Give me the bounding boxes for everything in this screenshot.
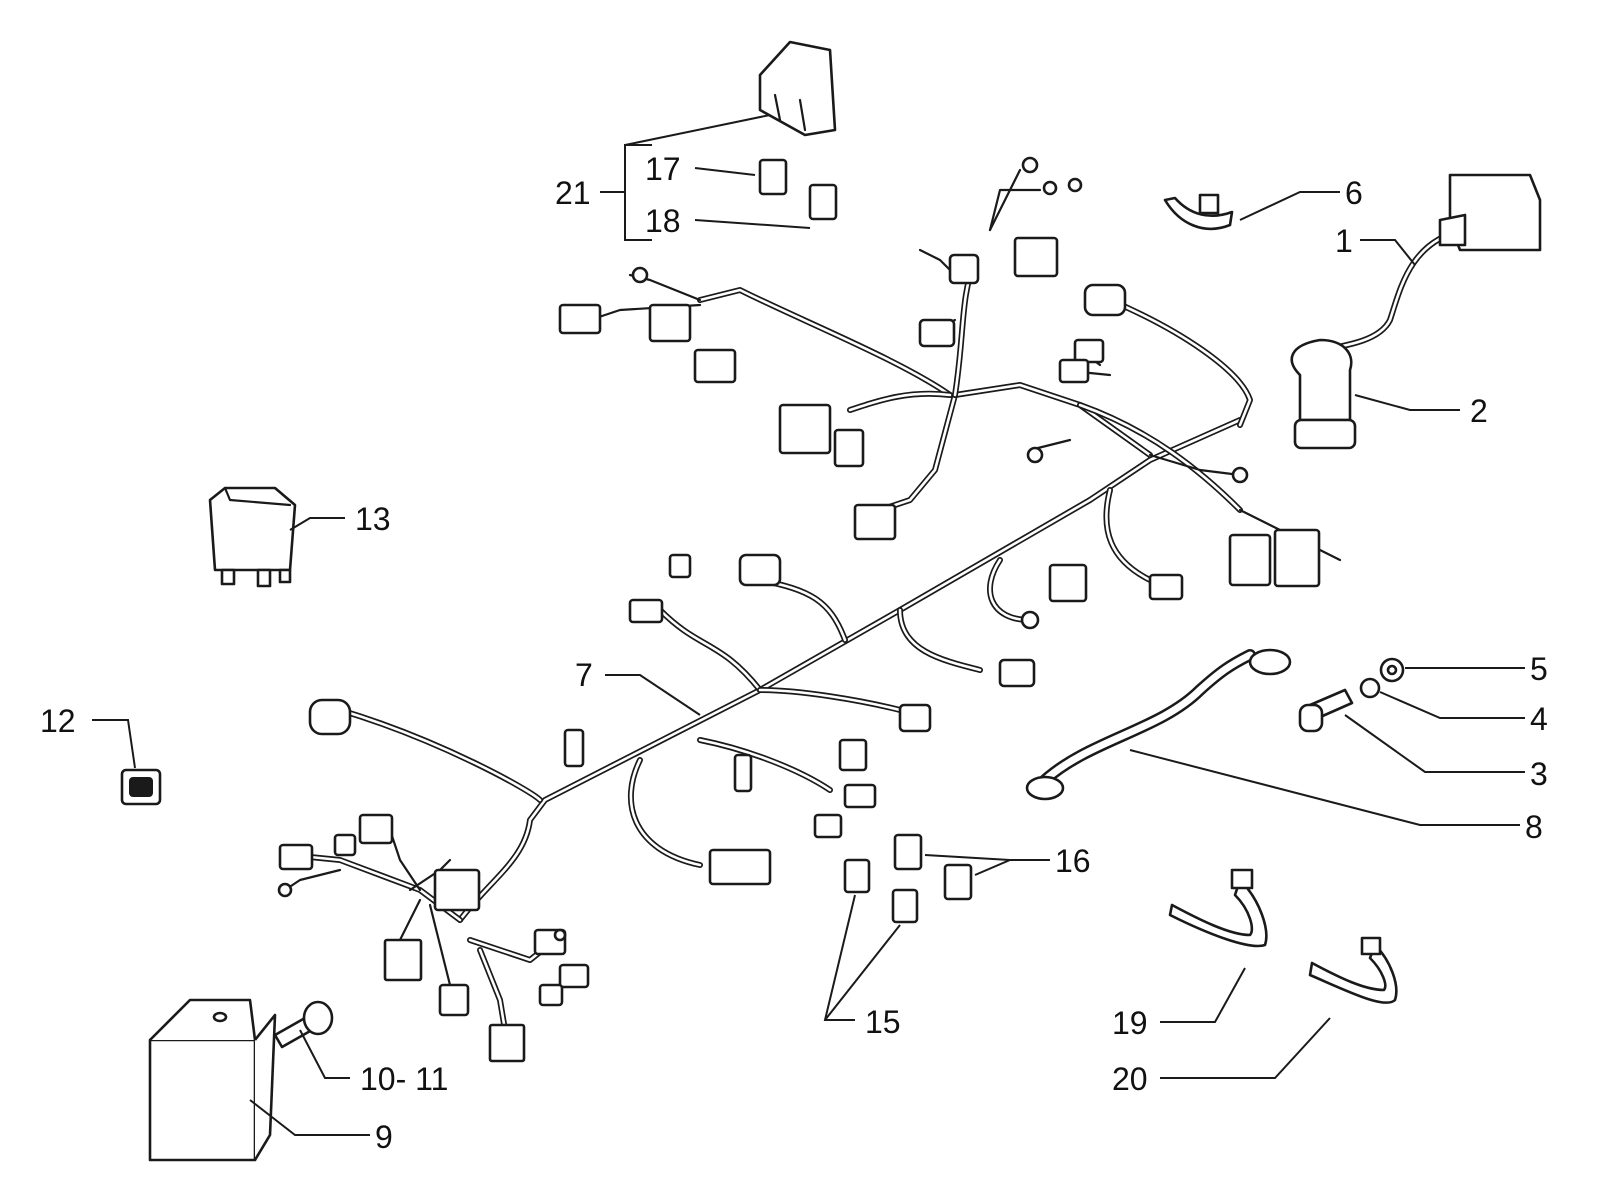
ground-cable [1025,648,1292,801]
fuse-15-b [891,888,919,924]
callout-19: 19 [1112,1005,1148,1041]
electronic-control-box [148,998,277,1162]
callout-9: 9 [375,1119,393,1155]
callout-21: 21 [555,175,591,211]
cable-tie-20 [1308,936,1398,1004]
mounting-screw [273,1000,334,1049]
callout-20: 20 [1112,1061,1148,1097]
callout-5: 5 [1530,651,1548,687]
fuse-box [758,40,837,137]
leader-lines [92,114,1525,1136]
harness-connectors [277,156,1321,1063]
screw [1298,688,1354,733]
callout-3: 3 [1530,756,1548,792]
callout-12: 12 [40,703,76,739]
nut [1379,657,1405,683]
washer [1359,677,1381,699]
callout-17: 17 [645,151,681,187]
callout-2: 2 [1470,393,1488,429]
fuse-18 [808,183,838,221]
callout-labels: 1 2 3 4 5 6 7 8 9 10- 11 12 13 15 16 17 … [40,151,1548,1155]
callout-1: 1 [1335,223,1353,259]
callout-7: 7 [575,657,593,693]
callout-6: 6 [1345,175,1363,211]
callout-8: 8 [1525,809,1543,845]
fuse-16-a [893,833,923,871]
callout-13: 13 [355,501,391,537]
relay [208,486,297,588]
ignition-coil-cable [1317,173,1542,353]
cable-tie-19 [1168,868,1268,948]
fuse-15-a [843,858,871,894]
callout-15: 15 [865,1004,901,1040]
cable-clip [1163,193,1234,231]
callout-10-11: 10- 11 [360,1061,448,1097]
fuse-17 [758,158,788,196]
spark-plug-cap [1290,338,1357,450]
callout-16: 16 [1055,843,1091,879]
callout-18: 18 [645,203,681,239]
callout-4: 4 [1530,701,1548,737]
fuse-16-b [943,863,973,901]
small-switch [120,768,162,806]
